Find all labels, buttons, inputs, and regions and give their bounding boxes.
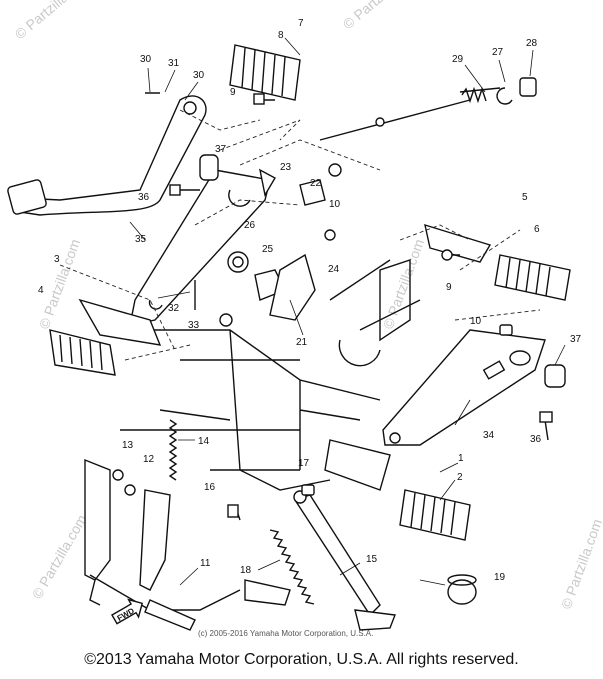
springs	[168, 419, 315, 605]
callout-13: 13	[122, 440, 134, 451]
watermark-bottom-right: © Partzilla.com	[558, 517, 603, 611]
callout-4: 4	[38, 285, 44, 296]
callout-10: 10	[329, 199, 341, 210]
callout-27: 27	[492, 47, 504, 58]
footrest-left	[49, 298, 162, 376]
callout-2: 2	[457, 472, 463, 483]
callout-17: 17	[298, 458, 310, 469]
callout-32: 32	[168, 303, 180, 314]
callout-36: 36	[530, 434, 542, 445]
watermark-bottom-left: © Partzilla.com	[29, 512, 90, 602]
right-footrest-bracket	[382, 329, 546, 446]
footer-copyright: ©2013 Yamaha Motor Corporation, U.S.A. A…	[84, 651, 519, 668]
left-pedal-arm	[7, 95, 207, 216]
callout-15: 15	[366, 554, 378, 565]
watermark-top: © Partzilla.com	[340, 0, 423, 32]
callout-30: 30	[140, 54, 152, 65]
callout-23: 23	[280, 162, 292, 173]
rod-assembly	[319, 77, 537, 141]
callout-35: 35	[135, 234, 147, 245]
callout-9: 9	[446, 282, 452, 293]
callout-34: 34	[483, 430, 495, 441]
inner-copyright: (c) 2005-2016 Yamaha Motor Corporation, …	[198, 629, 373, 638]
callout-36: 36	[138, 192, 150, 203]
linkage	[227, 163, 342, 321]
callout-37: 37	[570, 334, 582, 345]
watermark-left: © Partzilla.com	[36, 237, 83, 331]
fasteners	[112, 92, 566, 521]
watermark-top-left: © Partzilla.com	[12, 0, 95, 42]
callout-37: 37	[215, 144, 227, 155]
center-stand	[84, 458, 291, 631]
callout-30: 30	[193, 70, 205, 81]
callout-7: 7	[298, 18, 304, 29]
callout-8: 8	[278, 30, 284, 41]
callout-16: 16	[204, 482, 216, 493]
left-footrest-bracket	[129, 168, 276, 326]
callout-19: 19	[494, 572, 506, 583]
callout-11: 11	[200, 558, 211, 569]
leader-lines	[129, 37, 566, 586]
stand-rubber	[447, 574, 477, 605]
footrest-right	[424, 223, 571, 301]
callout-10: 10	[470, 316, 482, 327]
callout-25: 25	[262, 244, 274, 255]
callout-31: 31	[168, 58, 180, 69]
callout-21: 21	[296, 337, 308, 348]
callout-22: 22	[310, 178, 322, 189]
footrest-lower-right	[324, 439, 471, 541]
callout-9: 9	[230, 87, 236, 98]
callout-6: 6	[534, 224, 540, 235]
callout-3: 3	[54, 254, 60, 265]
callout-24: 24	[328, 264, 340, 275]
callout-28: 28	[526, 38, 538, 49]
callout-5: 5	[522, 192, 528, 203]
callout-12: 12	[143, 454, 155, 465]
forward-arrow: FWD	[111, 598, 144, 625]
footrest-top	[229, 44, 301, 101]
callout-18: 18	[240, 565, 252, 576]
group-outlines	[59, 109, 541, 361]
callout-14: 14	[198, 436, 210, 447]
callout-33: 33	[188, 320, 200, 331]
callout-1: 1	[458, 453, 464, 464]
side-stand	[293, 490, 396, 631]
frame	[120, 259, 421, 491]
callout-26: 26	[244, 220, 256, 231]
callout-29: 29	[452, 54, 464, 65]
callout-labels: 30 31 30 7 8 9 29 27 28 37 36 23 22 10 2…	[38, 18, 582, 583]
parts-diagram: © Partzilla.com © Partzilla.com © Partzi…	[7, 0, 603, 638]
